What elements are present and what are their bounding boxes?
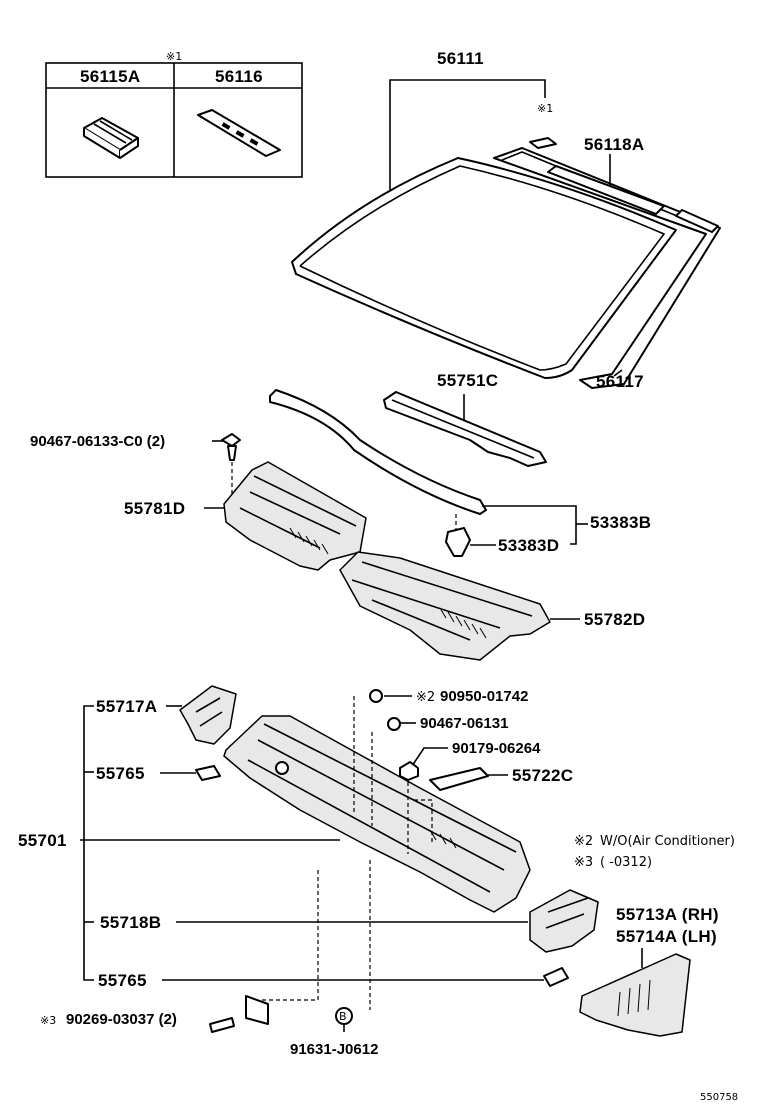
part-56117-label: 56117: [596, 372, 644, 391]
part-55701-label: 55701: [18, 831, 67, 850]
bracket-55718b-illustration: [529, 889, 599, 953]
clip-90467-06133-illustration: [221, 433, 241, 461]
windshield-group: 56111 ※1 56118A 56117: [291, 49, 721, 391]
note-2-mark: ※2: [574, 834, 593, 849]
cowl-louver-55782d: [339, 551, 551, 661]
cowl-louver-55781d: [223, 461, 367, 571]
nut-90179-icon: [399, 761, 419, 781]
part-56118a-label: 56118A: [584, 135, 644, 154]
inset-part-56116: 56116: [215, 67, 263, 86]
part-55781d-label: 55781D: [124, 499, 185, 518]
part-55765-label-a: 55765: [96, 764, 145, 783]
cowl-panel-55701: [223, 715, 531, 913]
inset-mark: ※1: [166, 50, 182, 63]
cowl-left-group: 90467-06133-C0 (2) 55781D: [30, 433, 367, 571]
part-55717a-label: 55717A: [96, 697, 157, 716]
part-90269-mark: ※3: [40, 1014, 56, 1027]
part-90950-01742-label: 90950-01742: [440, 688, 528, 705]
cowl-seal-group: 55751C 53383B 53383D: [269, 371, 651, 557]
part-55751c-label: 55751C: [437, 371, 498, 390]
inset-table: ※1 56115A 56116: [45, 50, 303, 178]
bracket-55722c: [429, 767, 489, 791]
part-55782d-label: 55782D: [584, 610, 645, 629]
bracket-55717a-illustration: [179, 685, 237, 745]
side-panel-55713a: [579, 953, 691, 1037]
part-56111-label: 56111: [437, 49, 484, 68]
part-55765-label-b: 55765: [98, 971, 147, 990]
dam-frame-56117: [493, 147, 721, 389]
bracket-90269: [245, 995, 269, 1025]
part-55713a-label: 55713A (RH): [616, 905, 719, 924]
part-90950-mark: ※2: [416, 690, 435, 705]
part-91631-j0612-label: 91631-J0612: [290, 1041, 378, 1058]
cowl-panel-group: 55717A 55765 55701 ※2 90950-01742 90467-…: [18, 685, 719, 1058]
diagram-code: 550758: [700, 1092, 738, 1103]
cowl-right-group: 55782D: [339, 551, 645, 661]
clip-90467-06131-icon: [387, 717, 401, 731]
clip-53383d-illustration: [445, 527, 471, 557]
pad-55765-b: [543, 967, 569, 987]
part-55718b-label: 55718B: [100, 913, 161, 932]
clip-56115a-illustration: [83, 117, 139, 159]
inset-part-56115a: 56115A: [80, 67, 140, 86]
note-3-text: ( -0312): [600, 855, 652, 870]
part-53383d-label: 53383D: [498, 536, 559, 555]
part-90179-06264-label: 90179-06264: [452, 740, 541, 757]
part-53383b-label: 53383B: [590, 513, 651, 532]
part-55722c-label: 55722C: [512, 766, 573, 785]
part-56111-mark: ※1: [537, 102, 553, 115]
circle-b-label: B: [339, 1010, 347, 1023]
part-90467-06133-label: 90467-06133-C0 (2): [30, 433, 165, 450]
note-3-mark: ※3: [574, 855, 593, 870]
part-55714a-label: 55714A (LH): [616, 927, 717, 946]
molding-56118a: [547, 165, 665, 215]
notes: ※2 W/O(Air Conditioner) ※3 ( -0312): [574, 834, 735, 870]
nut-90950-icon: [369, 689, 383, 703]
weatherstrip: [269, 389, 487, 515]
part-90269-03037-label: 90269-03037 (2): [66, 1011, 177, 1028]
note-2-text: W/O(Air Conditioner): [600, 834, 735, 849]
part-90467-06131-label: 90467-06131: [420, 715, 508, 732]
screw-90269-icon: [209, 1017, 235, 1033]
strip-56116-illustration: [197, 109, 281, 157]
pad-55765-a: [195, 765, 221, 781]
windshield-glass: [291, 157, 677, 379]
